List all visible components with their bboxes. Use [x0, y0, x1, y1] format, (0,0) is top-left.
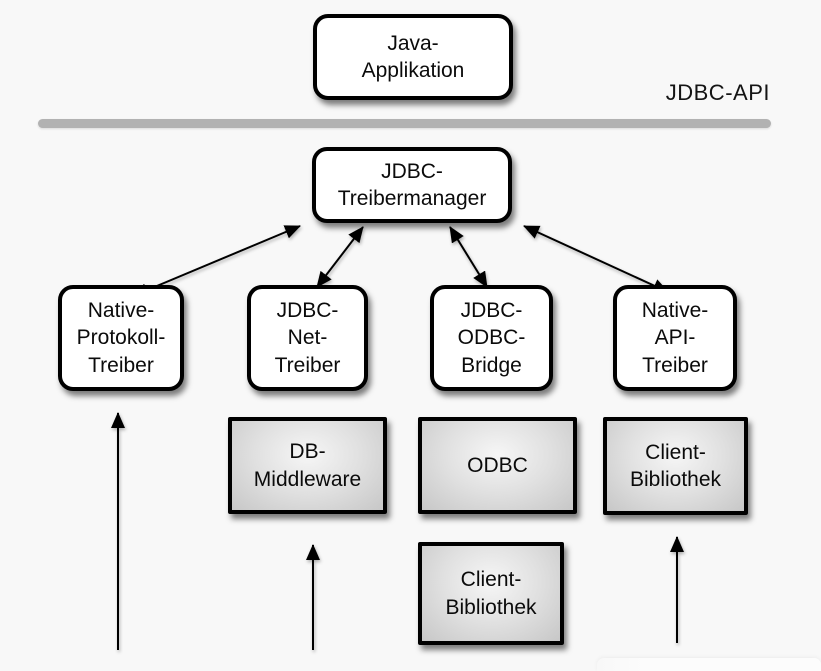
- arrow-treibermanager-jdbc-net: [316, 226, 364, 288]
- node-jdbc-net-treiber: JDBC- Net- Treiber: [247, 285, 368, 391]
- node-label: DB- Middleware: [253, 440, 362, 491]
- node-label: Client- Bibliothek: [445, 568, 537, 619]
- arrow-treibermanager-native-protokoll: [132, 225, 301, 297]
- jdbc-api-divider-line: [38, 119, 771, 128]
- arrow-treibermanager-native-api: [523, 225, 669, 293]
- node-java-applikation: Java- Applikation: [313, 14, 513, 100]
- partial-box-bottom-right: [597, 658, 821, 671]
- node-label: JDBC- Treibermanager: [337, 159, 487, 210]
- node-native-api-treiber: Native- API- Treiber: [613, 285, 737, 391]
- node-native-protokoll-treiber: Native- Protokoll- Treiber: [58, 285, 184, 391]
- node-client-bibliothek-odbc: Client- Bibliothek: [418, 542, 564, 645]
- node-label: Java- Applikation: [361, 31, 465, 82]
- node-db-middleware: DB- Middleware: [228, 417, 387, 514]
- node-client-bibliothek-native-api: Client- Bibliothek: [603, 417, 748, 515]
- jdbc-api-label: JDBC-API: [665, 80, 770, 105]
- node-label: Native- API- Treiber: [641, 299, 709, 377]
- node-odbc: ODBC: [418, 417, 577, 514]
- node-jdbc-odbc-bridge: JDBC- ODBC- Bridge: [430, 285, 553, 391]
- arrow-treibermanager-jdbc-odbc: [449, 226, 488, 288]
- node-label: JDBC- Net- Treiber: [274, 299, 341, 377]
- node-label: Native- Protokoll- Treiber: [76, 299, 166, 377]
- node-label: ODBC: [467, 453, 528, 477]
- node-jdbc-treibermanager: JDBC- Treibermanager: [312, 147, 512, 223]
- node-label: JDBC- ODBC- Bridge: [457, 299, 526, 377]
- node-label: Client- Bibliothek: [629, 440, 722, 491]
